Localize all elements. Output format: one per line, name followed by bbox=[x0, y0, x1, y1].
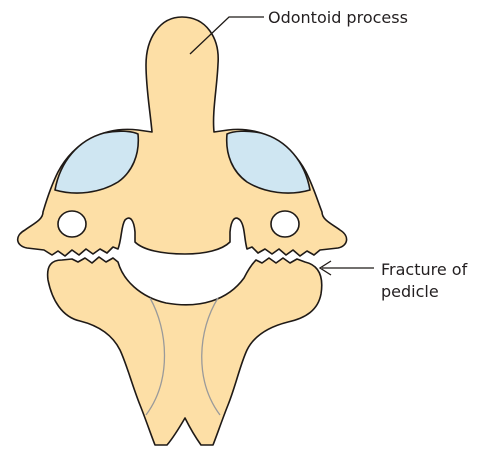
right-foramen-transversarium bbox=[271, 211, 299, 237]
fracture-of-pedicle-label: Fracture of pedicle bbox=[381, 259, 467, 303]
fracture-label-line-1: Fracture of bbox=[381, 259, 467, 281]
fracture-label-line-2: pedicle bbox=[381, 281, 467, 303]
odontoid-process-label: Odontoid process bbox=[268, 7, 408, 29]
left-foramen-transversarium bbox=[58, 211, 86, 237]
posterior-arch-spinous-process bbox=[48, 257, 322, 445]
